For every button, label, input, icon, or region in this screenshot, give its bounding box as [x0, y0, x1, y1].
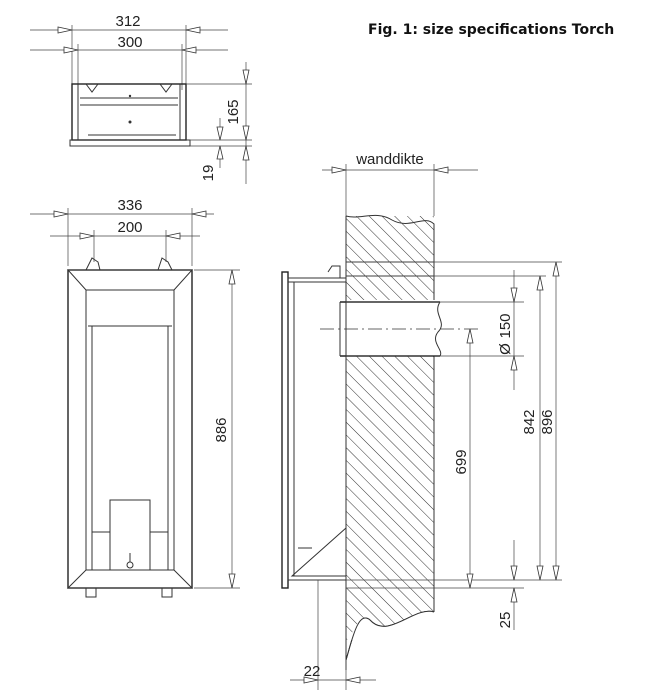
- dim-pipe-diameter: 150: [497, 313, 514, 338]
- dim-top-depth: 165: [225, 99, 242, 124]
- dim-frame-height: 842: [521, 409, 538, 434]
- dim-diameter-symbol: Ø: [497, 343, 514, 355]
- dim-top-base: 19: [200, 165, 217, 182]
- dim-total-height: 896: [539, 409, 556, 434]
- dim-front-inner-width: 200: [117, 219, 142, 236]
- dim-bottom-offset: 25: [497, 612, 514, 629]
- dim-pipe-center-height: 699: [453, 449, 470, 474]
- front-view: 336 200 886: [30, 197, 240, 598]
- dim-top-inner-width: 300: [117, 34, 142, 51]
- side-view: wanddikte: [281, 151, 562, 690]
- dim-top-outer-width: 312: [115, 13, 140, 30]
- figure-caption: Fig. 1: size specifications Torch: [368, 22, 615, 38]
- top-view: 312 300 165 19: [30, 13, 252, 184]
- dim-wall-gap: 22: [304, 663, 321, 680]
- dim-front-height: 886: [213, 417, 230, 442]
- dim-wall-label: wanddikte: [355, 151, 424, 168]
- dim-front-outer-width: 336: [117, 197, 142, 214]
